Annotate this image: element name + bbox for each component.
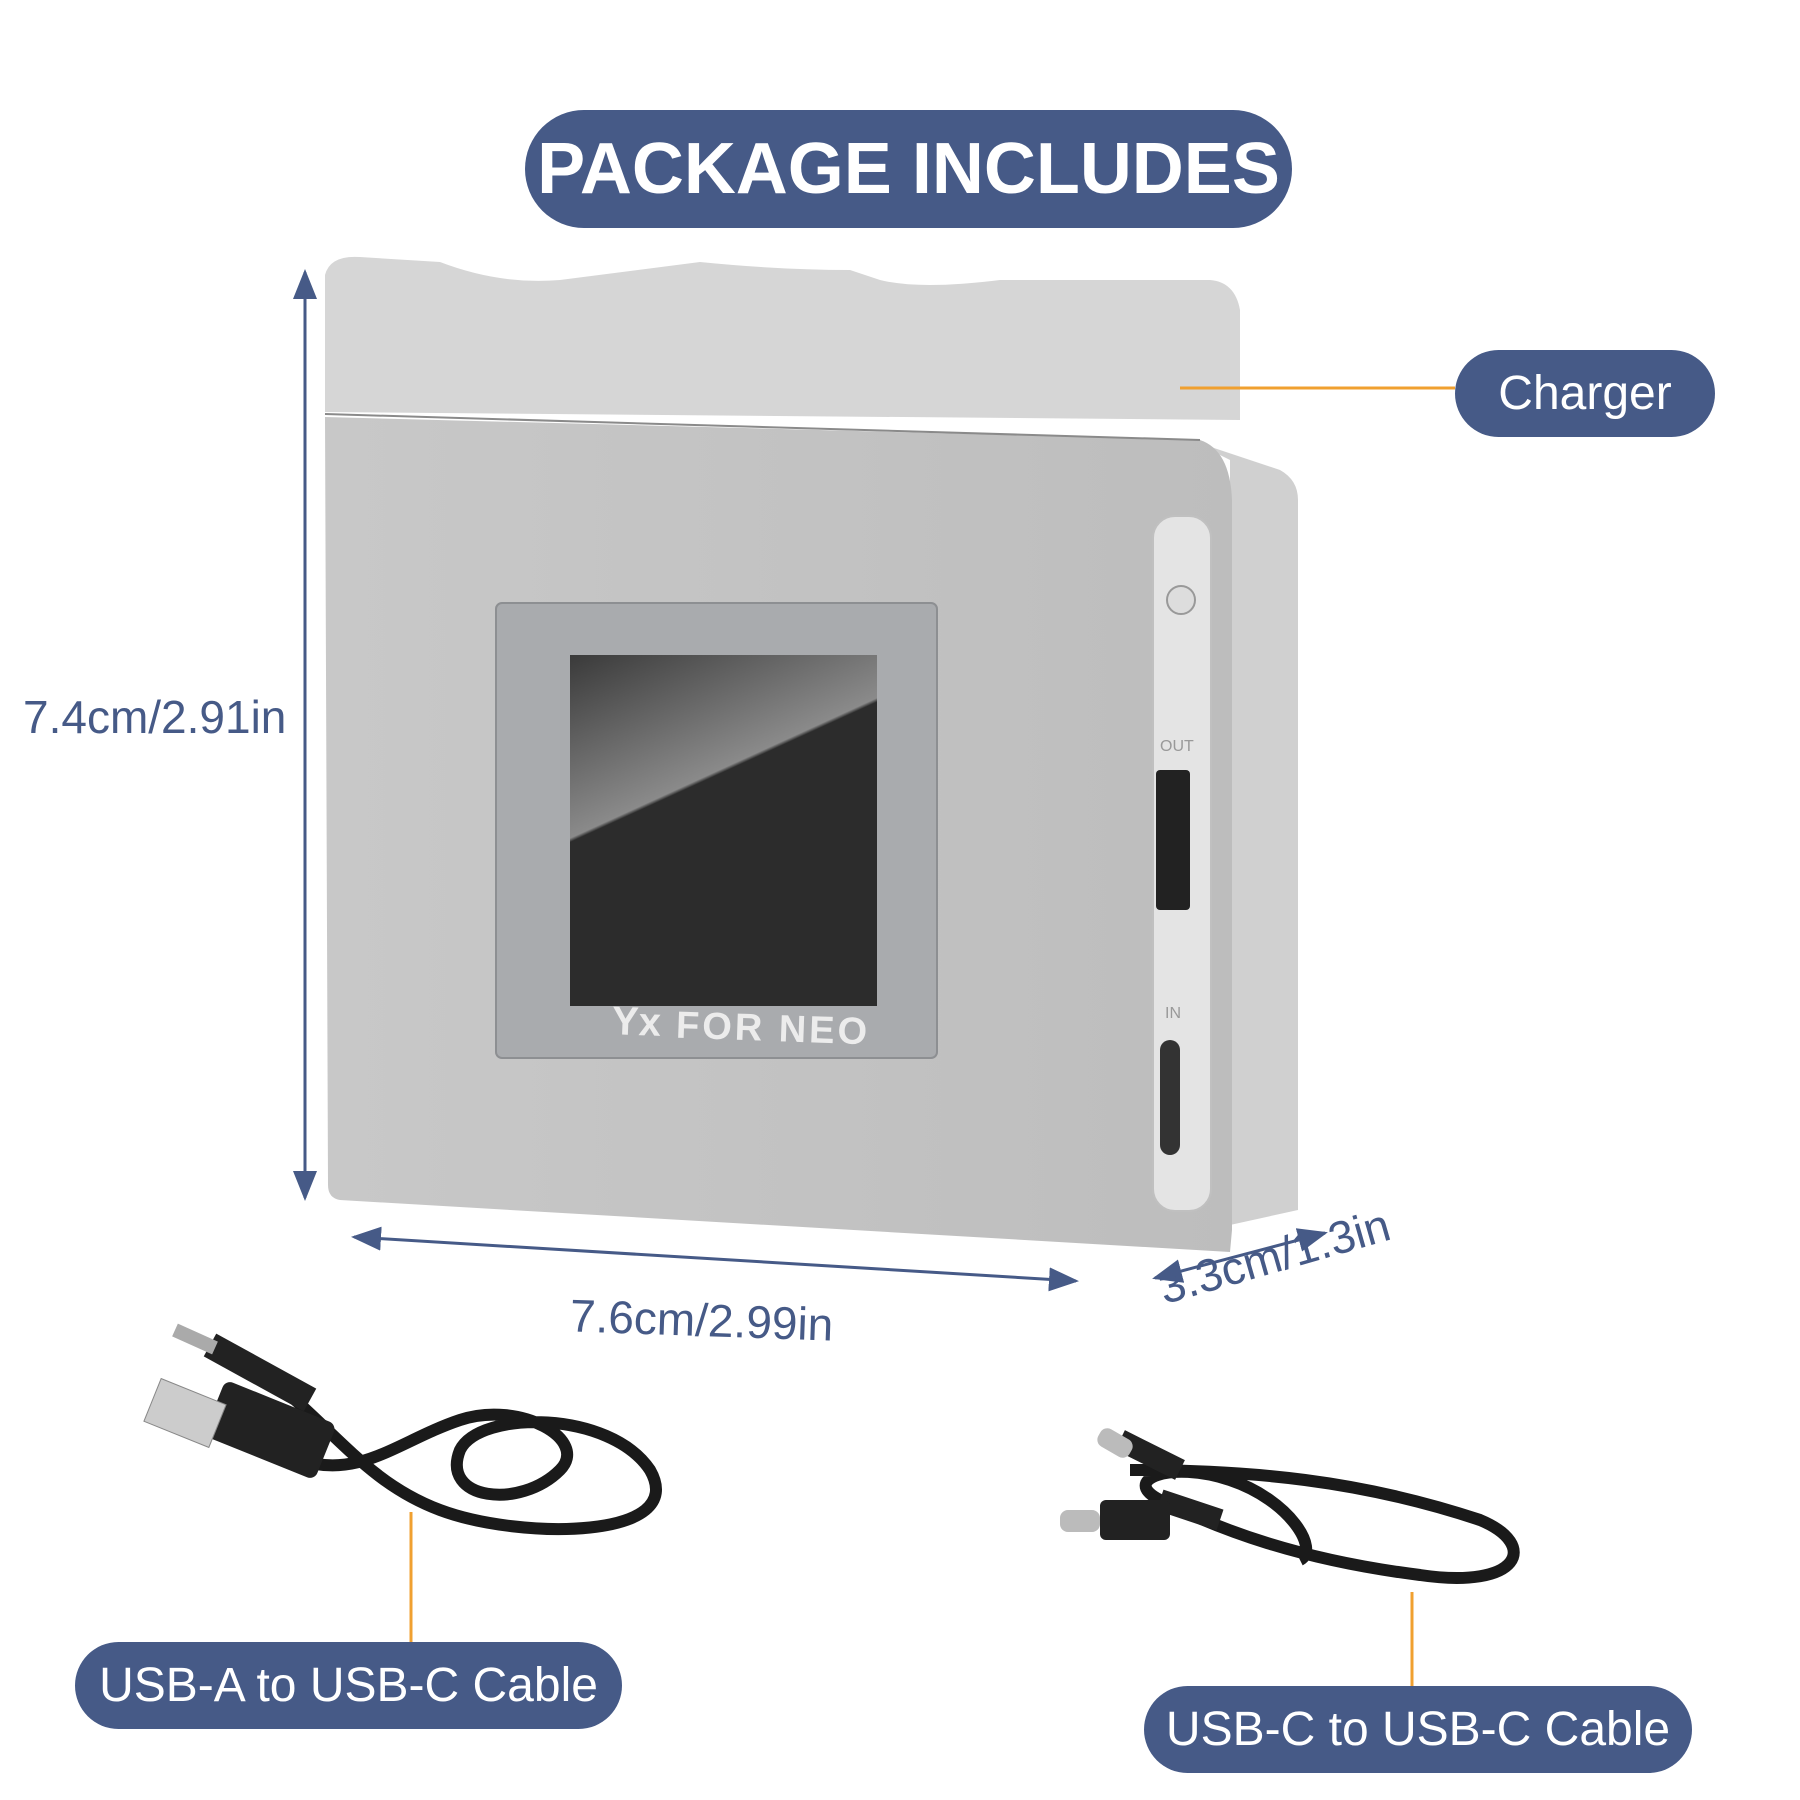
usb-c-port [1160,1040,1180,1155]
charger-device [324,256,1298,1252]
depth-arrow [1152,1228,1328,1283]
height-dimension: 7.4cm/2.91in [23,691,287,743]
port-in-label: IN [1165,1005,1181,1022]
usb-a-cable-label: USB-A to USB-C Cable [75,1642,622,1729]
device-side [1190,440,1298,1225]
screen-display [570,655,877,1006]
usb-c-cable [1060,1428,1520,1584]
usb-a-port [1156,770,1190,910]
device-top-cap [325,256,1240,420]
usb-c-cable-label: USB-C to USB-C Cable [1144,1686,1692,1773]
charger-label: Charger [1455,350,1715,437]
width-dimension: 7.6cm/2.99in [569,1289,835,1351]
usb-a-cable [143,1323,662,1535]
port-out-label: OUT [1160,738,1194,755]
usb-a-cable-label-text: USB-A to USB-C Cable [99,1659,598,1712]
usb-c-cable-label-text: USB-C to USB-C Cable [1165,1703,1671,1756]
page-title: PACKAGE INCLUDES [537,129,1280,209]
width-arrow [351,1226,1079,1292]
screw-icon [1166,585,1196,615]
charger-label-text: Charger [1498,367,1672,420]
screen-label: FOR NEO [675,1004,871,1054]
title-banner: PACKAGE INCLUDES [525,110,1292,228]
brand-logo: Yx [611,999,662,1045]
